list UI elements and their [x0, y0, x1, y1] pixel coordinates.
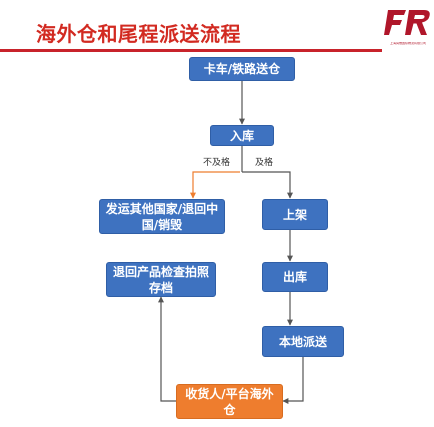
- node-return-inspection: 退回产品检查拍照存档: [106, 262, 216, 297]
- node-local-delivery: 本地派送: [262, 326, 344, 357]
- arrow-receiver-to-return-check: [158, 296, 176, 402]
- fail-label: 不及格: [203, 158, 231, 168]
- arrow-pass-to-shelving: [242, 171, 293, 199]
- company-logo: 上海润维国际物流有限公司: [384, 4, 434, 54]
- pass-label: 及格: [255, 158, 274, 168]
- node-shelving: 上架: [262, 199, 328, 230]
- node-outbound: 出库: [262, 262, 328, 292]
- fr-logo-mark: [384, 10, 430, 35]
- node-reship-return-destroy: 发运其他国家/退回中国/销毁: [99, 199, 225, 234]
- page-title: 海外仓和尾程派送流程: [36, 22, 241, 46]
- title-divider: [0, 49, 382, 52]
- node-receiver-warehouse: 收货人/平台海外仓: [176, 384, 283, 419]
- node-inbound: 入库: [210, 125, 274, 146]
- node-truck-rail-delivery: 卡车/铁路送仓: [189, 57, 295, 81]
- arrow-delivery-to-receiver: [282, 357, 304, 404]
- logo-caption: 上海润维国际物流有限公司: [389, 42, 426, 45]
- arrow-fail-to-reship: [190, 171, 240, 199]
